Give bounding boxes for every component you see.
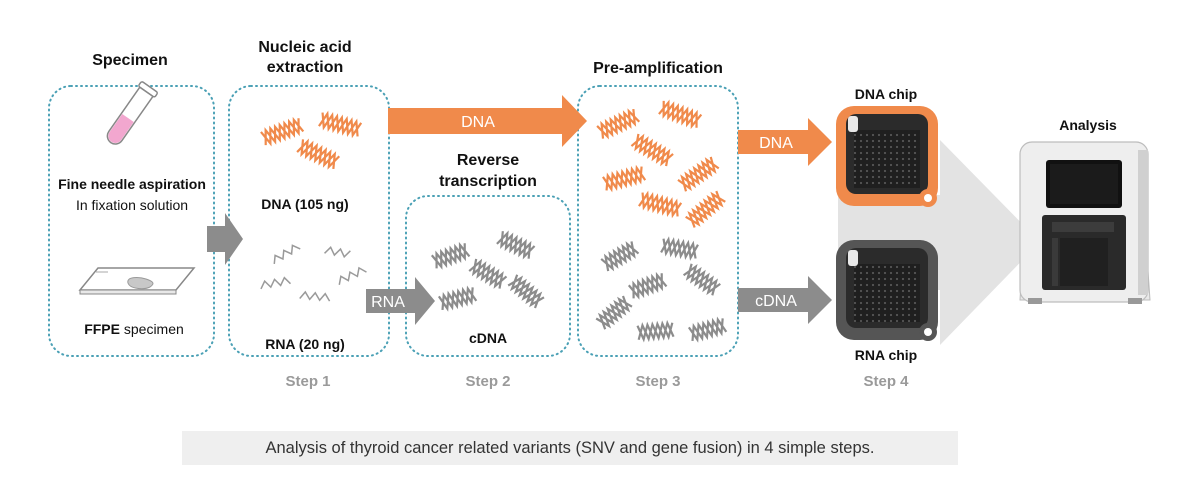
step-4-label: Step 4 xyxy=(863,373,909,390)
cdna-helix xyxy=(437,285,478,312)
dna-helices-extraction xyxy=(260,110,363,170)
rt-title-line2: transcription xyxy=(439,173,537,190)
big-gray-arrow xyxy=(838,140,1040,345)
caption: Analysis of thyroid cancer related varia… xyxy=(182,431,958,465)
rna-strand xyxy=(273,244,301,265)
rt-box xyxy=(405,195,571,357)
step-2-label: Step 2 xyxy=(465,373,510,390)
chip-icon xyxy=(836,106,938,207)
cdna-helix xyxy=(507,274,545,309)
step-1-label: Step 1 xyxy=(285,373,330,390)
preamp-box xyxy=(577,85,739,357)
amplified-dna xyxy=(596,99,726,228)
slide-icon xyxy=(78,267,196,295)
fna-sublabel: In fixation solution xyxy=(76,197,188,213)
analyzer-icon xyxy=(1019,141,1151,304)
analysis-title: Analysis xyxy=(1059,117,1117,133)
preamp-title: Pre-amplification xyxy=(593,60,723,77)
rt-title-line1: Reverse xyxy=(457,152,519,169)
dna-amount-label: DNA (105 ng) xyxy=(261,196,348,212)
amp-cdna-helix xyxy=(682,263,721,296)
amp-dna-helix xyxy=(658,99,703,130)
dna-helix xyxy=(296,138,341,170)
amp-cdna-helix xyxy=(595,295,633,330)
extraction-title-line2: extraction xyxy=(267,59,343,76)
amp-cdna-helix xyxy=(600,241,640,272)
rna-arrow-label: RNA xyxy=(371,294,405,311)
ffpe-label-bold: FFPE xyxy=(84,321,120,337)
extraction-box xyxy=(228,85,390,357)
specimen-title: Specimen xyxy=(92,52,168,69)
cdna-helix xyxy=(468,258,508,289)
amplified-cdna xyxy=(595,236,728,343)
rna-strand xyxy=(260,276,292,290)
cdna-label: cDNA xyxy=(469,330,507,346)
dna-arrow-large xyxy=(388,95,587,147)
dna-chip-title: DNA chip xyxy=(855,86,917,102)
cdna-arrow-label: cDNA xyxy=(755,293,797,310)
cdna-helix xyxy=(430,241,471,270)
dna-arrow-small xyxy=(738,118,832,166)
rna-arrow xyxy=(366,277,435,325)
amp-dna-helix xyxy=(638,190,683,219)
chip-icon xyxy=(836,240,938,341)
amp-dna-helix xyxy=(677,156,720,192)
ffpe-label-rest: specimen xyxy=(120,321,184,337)
specimen-arrow xyxy=(207,213,243,265)
specimen-box xyxy=(48,85,215,357)
rna-strands xyxy=(260,244,367,302)
amp-cdna-helix xyxy=(687,316,728,343)
cdna-arrow xyxy=(738,276,832,324)
amp-dna-helix xyxy=(630,133,674,167)
amp-cdna-helix xyxy=(627,271,668,300)
test-tube-icon xyxy=(106,81,158,145)
dna-helix xyxy=(318,110,363,139)
rna-amount-label: RNA (20 ng) xyxy=(265,336,345,352)
rna-strand xyxy=(299,290,331,302)
amp-dna-helix xyxy=(602,164,647,193)
dna-small-arrow-label: DNA xyxy=(759,135,793,152)
amp-dna-helix xyxy=(596,108,641,140)
amp-dna-helix xyxy=(685,190,726,228)
amp-cdna-helix xyxy=(660,236,699,261)
amp-cdna-helix xyxy=(636,319,675,343)
ffpe-label: FFPE specimen xyxy=(84,321,184,337)
dna-helix xyxy=(260,116,305,147)
rna-chip-title: RNA chip xyxy=(855,347,917,363)
cdna-helices xyxy=(430,230,545,312)
fna-label: Fine needle aspiration xyxy=(58,176,206,192)
step-3-label: Step 3 xyxy=(635,373,680,390)
extraction-title-line1: Nucleic acid xyxy=(258,39,351,56)
dna-arrow-label: DNA xyxy=(461,114,495,131)
rna-strand xyxy=(324,246,351,259)
rna-strand xyxy=(338,266,367,285)
cdna-helix xyxy=(496,230,536,260)
